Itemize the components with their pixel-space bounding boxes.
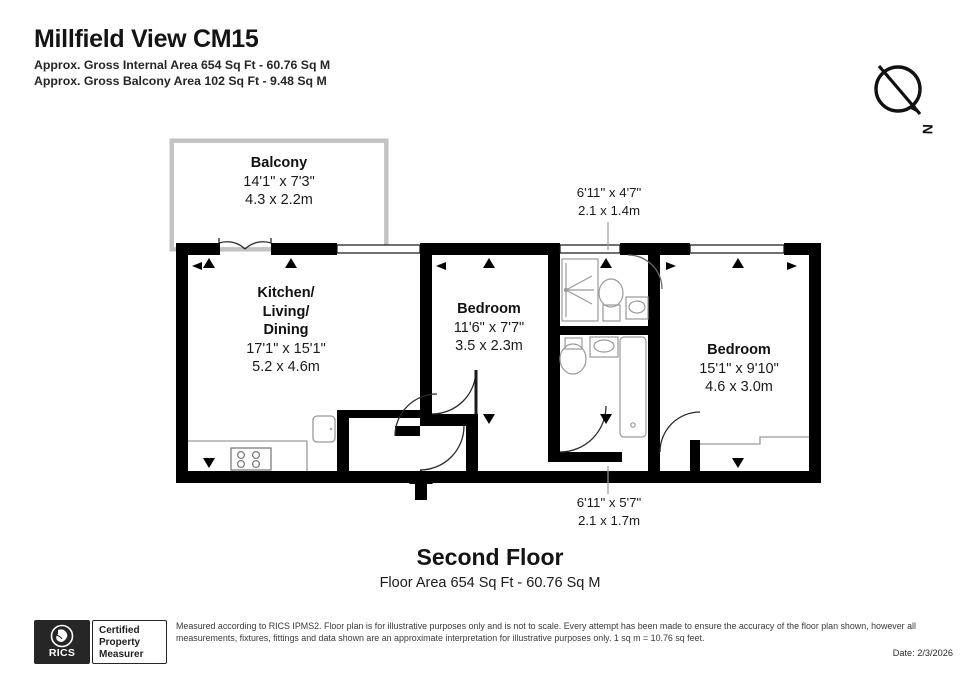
shower-room-dim-metric: 2.1 x 1.4m [577, 202, 641, 218]
bedroom-1-name: Bedroom [457, 301, 521, 317]
rics-badge-line-2: Property [99, 636, 141, 648]
room-label-bedroom-1: Bedroom 11'6" x 7'7" 3.5 x 2.3m [434, 300, 544, 356]
date-stamp: Date: 2/3/2026 [892, 648, 953, 658]
rics-wordmark: RICS [48, 647, 76, 659]
room-label-balcony: Balcony 14'1" x 7'3" 4.3 x 2.2m [199, 154, 359, 210]
page-title: Millfield View CM15 [34, 25, 259, 53]
balcony-name: Balcony [250, 155, 308, 171]
kitchen-fittings [188, 415, 336, 471]
svg-text:N: N [920, 124, 936, 134]
bathroom-dim-imperial: 6'11" x 5'7" [576, 495, 642, 510]
kitchen-name-line-2: Living/ [262, 303, 310, 320]
bedroom-2-dim-imperial: 15'1" x 9'10" [699, 360, 779, 377]
interior-walls [337, 243, 700, 474]
floor-area-text: Floor Area 654 Sq Ft - 60.76 Sq M [379, 575, 601, 591]
bedroom-1-dim-imperial: 11'6" x 7'7" [453, 319, 525, 336]
balcony-french-doors [218, 238, 272, 250]
rics-badge-line-3: Measurer [99, 648, 144, 660]
rics-logo-mark: RICS [34, 620, 90, 664]
kitchen-name-line-3: Dining [263, 322, 309, 339]
bedroom-2-fittings [700, 436, 809, 445]
bedroom-1-dim-metric: 3.5 x 2.3m [455, 338, 523, 355]
view-direction-arrows [192, 258, 797, 468]
kitchen-name-line-1: Kitchen/ [257, 285, 315, 301]
bathroom-dim-metric: 2.1 x 1.7m [577, 512, 641, 528]
bedroom-2-dim-metric: 4.6 x 3.0m [705, 379, 773, 396]
rics-badge-line-1: Certified [99, 625, 140, 636]
compass-north-icon: N [868, 58, 940, 135]
gross-balcony-area-text: Approx. Gross Balcony Area 102 Sq Ft - 9… [34, 73, 327, 88]
disclaimer-text: Measured according to RICS IPMS2. Floor … [176, 621, 916, 643]
shower-room-dim-imperial: 6'11" x 4'7" [576, 185, 642, 200]
kitchen-dim-imperial: 17'1" x 15'1" [246, 340, 326, 357]
balcony-dim-metric: 4.3 x 2.2m [245, 192, 313, 209]
room-label-kitchen-living-dining: Kitchen/ Living/ Dining 17'1" x 15'1" 5.… [225, 284, 347, 377]
entrance-arrow [409, 470, 433, 500]
shower-room-fittings [561, 258, 649, 322]
kitchen-dim-metric: 5.2 x 4.6m [252, 359, 320, 376]
rics-badge-text: Certified Property Measurer [92, 620, 167, 664]
door-leaves [474, 370, 478, 414]
bathroom-fittings [559, 336, 647, 438]
bedroom-2-name: Bedroom [707, 342, 771, 358]
room-label-bedroom-2: Bedroom 15'1" x 9'10" 4.6 x 3.0m [676, 341, 802, 397]
floor-name: Second Floor [416, 544, 564, 570]
exterior-walls [176, 243, 821, 483]
room-label-bathroom: 6'11" x 5'7" 2.1 x 1.7m [553, 494, 665, 529]
room-label-shower-room: 6'11" x 4'7" 2.1 x 1.4m [553, 184, 665, 219]
balcony-dim-imperial: 14'1" x 7'3" [243, 173, 315, 190]
rics-certified-badge: RICS Certified Property Measurer [34, 620, 167, 664]
windows [336, 244, 785, 254]
header: Millfield View CM15 Approx. Gross Intern… [34, 25, 331, 89]
gross-internal-area-text: Approx. Gross Internal Area 654 Sq Ft - … [34, 57, 331, 72]
